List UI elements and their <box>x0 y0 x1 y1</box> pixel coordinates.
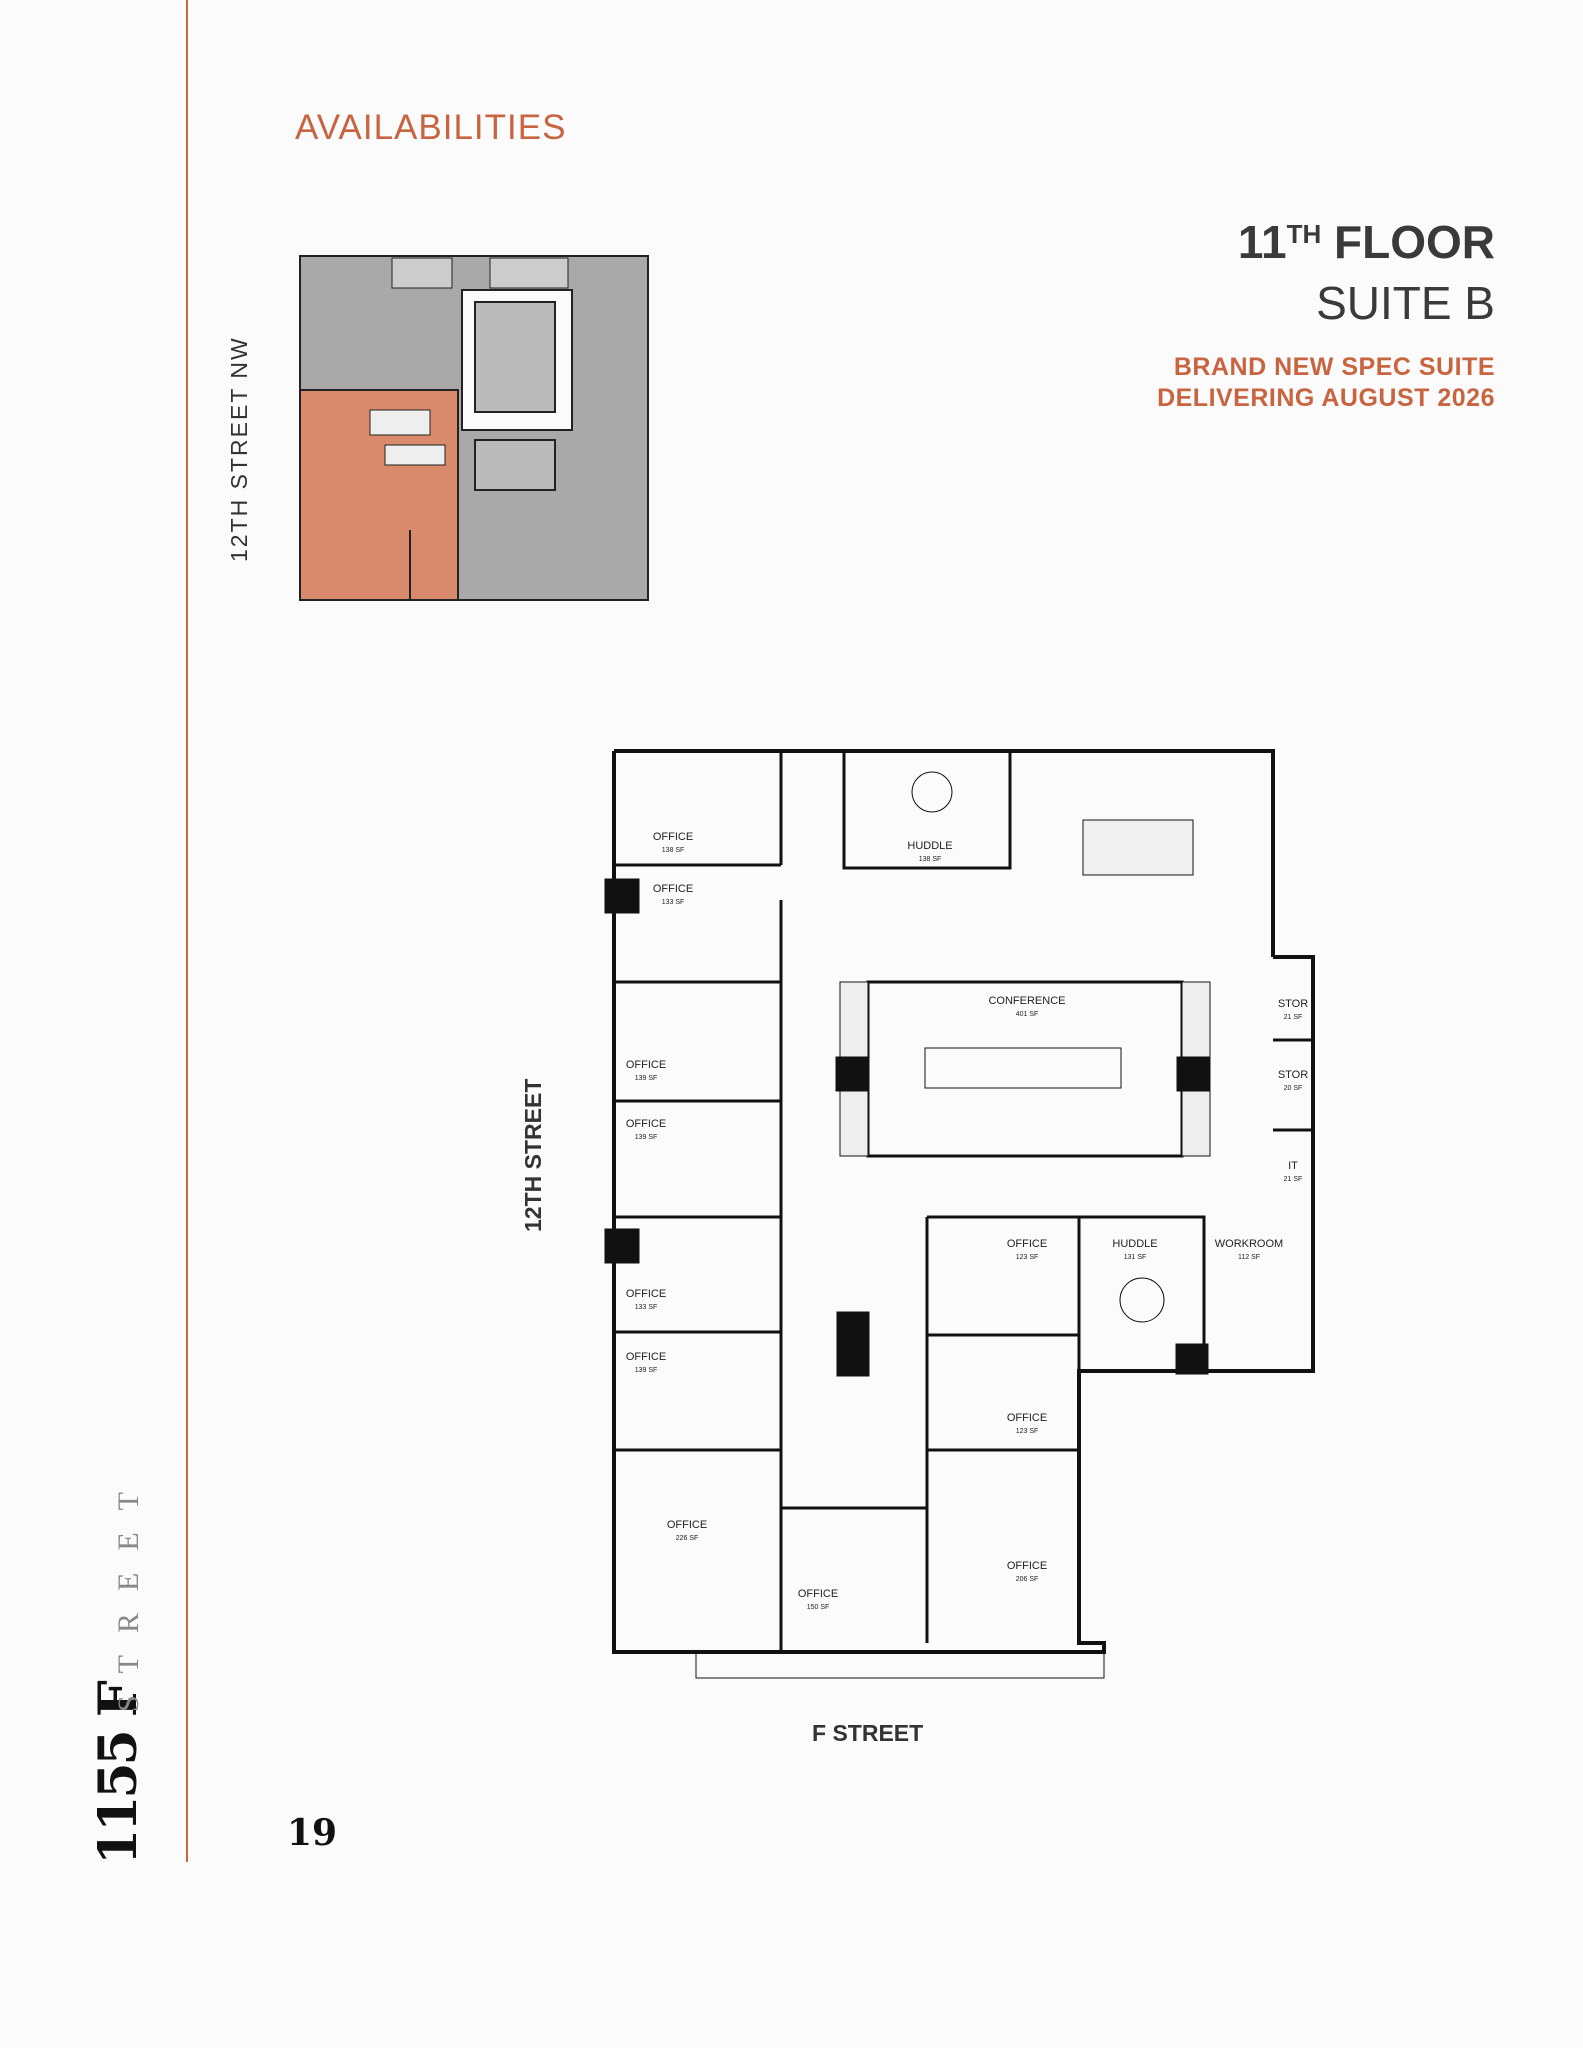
room-name: STOR <box>1278 998 1308 1010</box>
room-name: IT <box>1288 1160 1298 1172</box>
room-name: OFFICE <box>626 1059 666 1071</box>
page-number: 19 <box>287 1812 338 1854</box>
tagline-line-2: DELIVERING AUGUST 2026 <box>1157 384 1495 412</box>
room-area: 131 SF <box>1124 1254 1147 1261</box>
room-area: 401 SF <box>1016 1011 1039 1018</box>
room-area: 139 SF <box>635 1367 658 1374</box>
room-name: OFFICE <box>653 831 693 843</box>
room-area: 139 SF <box>635 1134 658 1141</box>
room-name: OFFICE <box>626 1118 666 1130</box>
room-area: 139 SF <box>635 1075 658 1082</box>
room-labels: OFFICE 138 SF OFFICE 133 SF OFFICE 139 SF O… <box>626 831 1308 1611</box>
floor-title: 11TH FLOOR <box>1238 215 1495 269</box>
room-area: 21 SF <box>1284 1014 1303 1021</box>
room-name: WORKROOM <box>1215 1238 1283 1250</box>
south-street-label: F STREET <box>812 1720 924 1746</box>
room-area: 226 SF <box>676 1535 699 1542</box>
room-area: 133 SF <box>662 899 685 906</box>
room-name: OFFICE <box>1007 1412 1047 1424</box>
room-area: 150 SF <box>807 1604 830 1611</box>
floor-word: FLOOR <box>1321 216 1495 268</box>
floor-suffix: TH <box>1286 219 1322 249</box>
keyplan <box>299 255 649 601</box>
room-area: 112 SF <box>1238 1254 1260 1261</box>
room-name: OFFICE <box>798 1588 838 1600</box>
room-area: 138 SF <box>662 847 685 854</box>
floor-number: 11 <box>1237 216 1287 268</box>
suite-b-highlight <box>299 389 459 601</box>
main-floor-plan <box>604 749 1315 1679</box>
room-area: 20 SF <box>1284 1085 1303 1092</box>
room-name: HUDDLE <box>1112 1238 1157 1250</box>
room-name: OFFICE <box>1007 1560 1047 1572</box>
room-name: CONFERENCE <box>988 995 1065 1007</box>
room-name: OFFICE <box>667 1519 707 1531</box>
room-name: OFFICE <box>626 1288 666 1300</box>
west-street-label: 12TH STREET <box>520 1078 546 1232</box>
accent-rule <box>186 0 188 1862</box>
room-area: 123 SF <box>1016 1428 1039 1435</box>
room-area: 133 SF <box>635 1304 658 1311</box>
room-name: OFFICE <box>626 1351 666 1363</box>
brand-logo-word: STREET <box>112 1470 145 1712</box>
tagline: BRAND NEW SPEC SUITE DELIVERING AUGUST 20… <box>1157 352 1495 414</box>
room-area: 206 SF <box>1016 1576 1039 1583</box>
room-area: 123 SF <box>1016 1254 1039 1261</box>
room-name: OFFICE <box>1007 1238 1047 1250</box>
suite-title: SUITE B <box>1316 277 1495 329</box>
room-name: STOR <box>1278 1069 1308 1081</box>
section-title: AVAILABILITIES <box>295 108 567 147</box>
room-name: OFFICE <box>653 883 693 895</box>
room-area: 21 SF <box>1284 1176 1303 1183</box>
room-area: 138 SF <box>919 856 942 863</box>
tagline-line-1: BRAND NEW SPEC SUITE <box>1173 353 1495 381</box>
room-name: HUDDLE <box>907 840 952 852</box>
